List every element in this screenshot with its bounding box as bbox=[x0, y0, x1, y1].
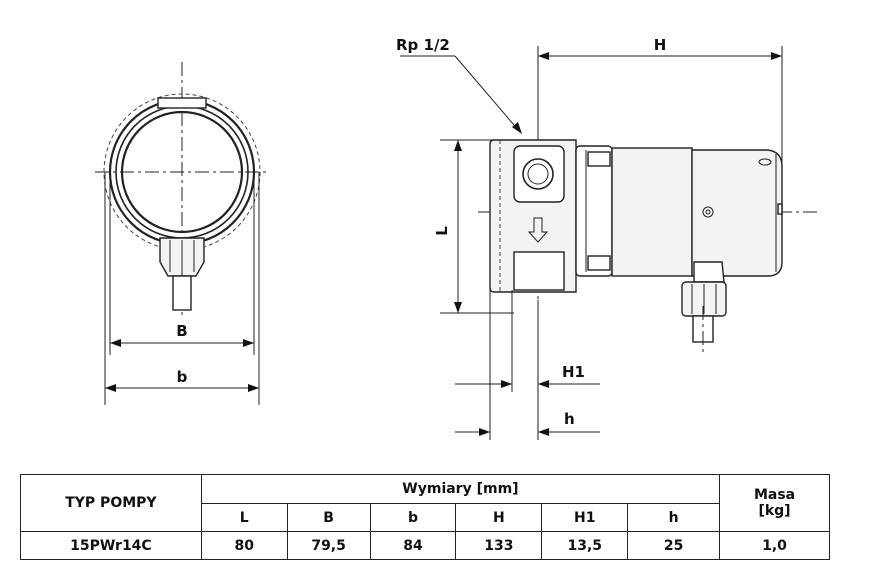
value-h: 25 bbox=[627, 531, 721, 560]
value-B: 79,5 bbox=[286, 531, 371, 560]
dim-header-B: B bbox=[286, 503, 371, 532]
table-row: 15PWr14C 80 79,5 84 133 13,5 25 1,0 bbox=[20, 531, 830, 560]
value-H1: 13,5 bbox=[541, 531, 629, 560]
dim-header-b: b bbox=[369, 503, 457, 532]
specification-table: TYP POMPY Wymiary [mm] Masa [kg] L B b H… bbox=[20, 474, 830, 560]
dim-header-H: H bbox=[455, 503, 543, 532]
dim-header-H1: H1 bbox=[541, 503, 629, 532]
side-view: Rp 1/2 H L H1 h bbox=[396, 36, 818, 440]
value-b: 84 bbox=[369, 531, 457, 560]
pump-type-cell: 15PWr14C bbox=[20, 531, 202, 560]
mass-header: Masa [kg] bbox=[719, 474, 830, 532]
dim-label-L: L bbox=[433, 226, 451, 236]
dimensions-group-header: Wymiary [mm] bbox=[200, 474, 721, 504]
dim-label-h: h bbox=[564, 410, 575, 428]
dim-label-H1: H1 bbox=[562, 363, 585, 381]
dim-label-H: H bbox=[654, 36, 667, 54]
dim-label-b: b bbox=[177, 368, 188, 386]
value-H: 133 bbox=[455, 531, 543, 560]
front-view: B b bbox=[95, 62, 270, 405]
mass-header-label: Masa bbox=[753, 487, 796, 503]
dim-header-h: h bbox=[627, 503, 721, 532]
technical-drawing: B b bbox=[95, 36, 818, 440]
dim-label-B: B bbox=[176, 322, 187, 340]
value-mass: 1,0 bbox=[719, 531, 830, 560]
type-header: TYP POMPY bbox=[20, 474, 202, 532]
value-L: 80 bbox=[200, 531, 288, 560]
dim-header-L: L bbox=[200, 503, 288, 532]
mass-header-unit: [kg] bbox=[758, 503, 791, 519]
thread-label: Rp 1/2 bbox=[396, 36, 450, 54]
